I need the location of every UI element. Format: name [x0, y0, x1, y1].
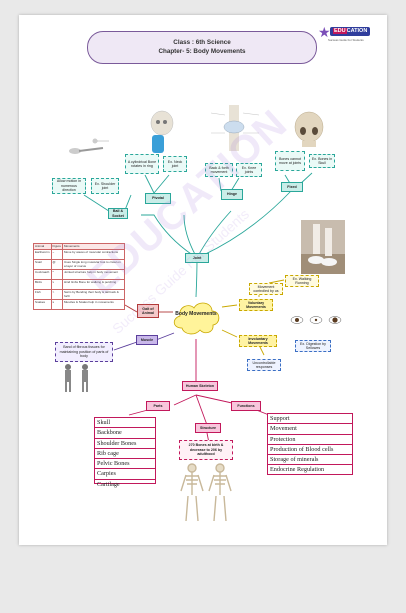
movement-cell: Hind limbs Bone for walking & perching	[62, 279, 125, 290]
center-topic-label: Body Movements	[175, 311, 217, 317]
list-item: Production of Blood cells	[268, 445, 352, 456]
joint-node: Joint	[185, 253, 209, 263]
list-item: Skull	[95, 418, 155, 429]
fixed-node: Fixed	[281, 182, 303, 192]
involuntary-movements-node: Involuntary Movements	[239, 335, 277, 347]
table-row: Cockroach*Jointed structure help in body…	[33, 269, 125, 280]
animal-figure-cell: s	[50, 299, 64, 310]
animal-cell: Fish	[33, 289, 52, 300]
animal-figure-cell: ~	[50, 249, 64, 260]
shoulder-joint-illustration	[69, 138, 109, 154]
functions-node: Functions	[231, 401, 261, 411]
muscle-figure-illustration	[65, 364, 88, 392]
ball-socket-example: Ex. Shoulder joint	[91, 178, 119, 194]
skull-illustration	[294, 111, 324, 147]
movement-cell: Move by waves of muscular contractions	[62, 249, 125, 260]
voluntary-example: Ex. Walking Running	[285, 275, 319, 287]
list-item: Cartilage	[97, 480, 120, 488]
brand-tagline: Success Guide For Students	[328, 38, 364, 42]
animal-cell: Snail	[33, 259, 52, 270]
center-topic: Body Movements	[170, 298, 222, 338]
muscle-node: Muscle	[136, 335, 158, 345]
hinge-description: Back & forth movement	[205, 163, 233, 177]
list-item: Carpies	[95, 469, 155, 480]
brand-marker: EDU	[333, 28, 347, 34]
pivotal-example: Ex. Neck joint	[163, 156, 187, 172]
list-item: Endocrine Regulation	[270, 466, 325, 474]
gait-of-animals-table: Animal Figure Movements Earthworm~Move b…	[33, 243, 125, 310]
hinge-node: Hinge	[221, 189, 243, 200]
animal-cell: Cockroach	[33, 269, 52, 280]
list-item: Support	[268, 414, 352, 425]
human-skeleton-node: Human Skeleton	[182, 381, 218, 391]
animal-cell: Snakes	[33, 299, 52, 310]
movement-cell: Jointed structure help in body movement	[62, 269, 125, 280]
list-item: Storage of minerals	[268, 455, 352, 466]
list-item: Pelvic Bones	[95, 459, 155, 470]
movement-cell: Muscles & Scales help in movements	[62, 299, 125, 310]
chapter-title: Chapter- 5: Body Movements	[158, 48, 246, 55]
knee-joint-illustration	[210, 105, 260, 151]
animal-cell: Earthworm	[33, 249, 52, 260]
muscle-description: Band of fibrous tissues for maintaining …	[55, 342, 113, 362]
ball-socket-node: Ball & Socket	[108, 208, 128, 219]
document-page: Class : 6th Science Chapter- 5: Body Mov…	[19, 15, 387, 545]
brand-logo: ★ EDUCATION Success Guide For Students	[316, 25, 380, 51]
list-item: Protection	[268, 435, 352, 445]
walking-feet-photo	[301, 220, 345, 274]
fixed-description: Bones cannot move at joints	[275, 151, 305, 171]
eye-illustrations	[290, 316, 342, 324]
movement-cell: Swim by Bending their body & tail back &…	[62, 289, 125, 300]
class-title: Class : 6th Science	[173, 39, 231, 46]
ball-socket-description: Allow motion in numerous direction	[52, 178, 86, 194]
voluntary-description: Movement controlled by us	[249, 283, 283, 295]
animal-cell: Birds	[33, 279, 52, 290]
list-item: Movement	[268, 424, 352, 435]
involuntary-example: Ex. Digestion by Sellowes	[295, 340, 331, 352]
animal-figure-cell: @	[50, 259, 64, 270]
list-item: Shoulder Bones	[95, 439, 155, 449]
pivotal-description: A cylindrical Bone rotates in ring	[125, 154, 159, 174]
animal-figure-cell: *	[50, 269, 64, 280]
list-item: Rib cage	[95, 449, 155, 460]
brand-name: EDUCATION	[330, 27, 371, 36]
star-icon: ★	[318, 24, 331, 40]
table-row: Snail@Uses Single long muscular foot to …	[33, 259, 125, 270]
brand-rest: CATION	[346, 28, 368, 34]
table-row: Earthworm~Move by waves of muscular cont…	[33, 249, 125, 260]
list-item: Backbone	[95, 428, 155, 439]
table-row: Fish>Swim by Bending their body & tail b…	[33, 289, 125, 300]
structure-description: 270 Bones at birth & decrease to 206 by …	[179, 440, 233, 460]
gait-of-animal-node: Gait of Animal	[137, 304, 159, 318]
hinge-example: Ex. Knee joints	[236, 163, 262, 177]
pivotal-node: Pivotal	[145, 193, 171, 204]
title-banner: Class : 6th Science Chapter- 5: Body Mov…	[87, 31, 317, 64]
skeleton-illustration	[180, 463, 232, 522]
animal-figure-cell: >	[50, 289, 64, 300]
cloud-shape	[173, 302, 220, 335]
skeleton-parts-list: Skull Backbone Shoulder Bones Rib cage P…	[94, 417, 156, 488]
neck-skull-illustration	[150, 110, 174, 153]
parts-node: Parts	[146, 401, 170, 411]
movement-cell: Uses Single long muscular foot to crawl …	[62, 259, 125, 270]
voluntary-movements-node: Voluntary Movements	[239, 299, 273, 311]
skeleton-functions-list: Support Movement Protection Production o…	[267, 413, 353, 475]
animal-figure-cell: v	[50, 279, 64, 290]
fixed-example: Ex. Bones in Skull	[309, 154, 335, 168]
structure-node: Structure	[195, 423, 221, 433]
involuntary-description: Uncontrollable responses	[247, 359, 281, 371]
